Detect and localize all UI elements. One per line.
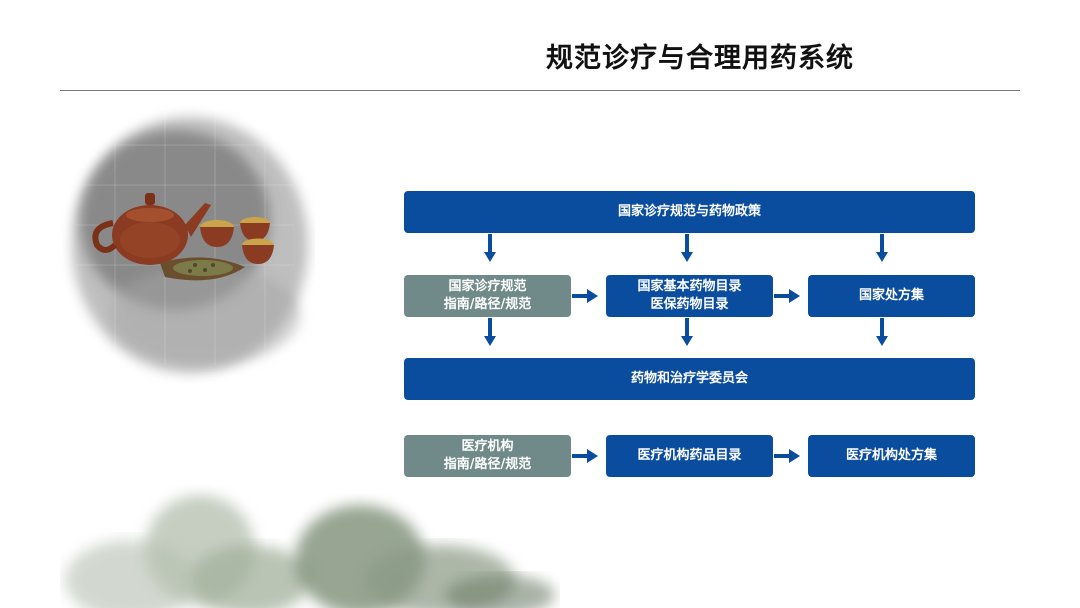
arrow-down-icon [484,318,496,346]
insurance-drugs-label: 医保药物目录 [650,297,729,312]
essential-drugs-label: 国家基本药物目录 [637,279,742,294]
arrow-down-icon [484,234,496,262]
committee-label: 药物和治疗学委员会 [630,371,748,386]
arrow-down-icon [681,318,693,346]
essential-drugs-box: 国家基本药物目录 医保药物目录 [606,275,773,317]
national-guidelines-box: 国家诊疗规范 指南/路径/规范 [404,275,571,317]
national-policy-label: 国家诊疗规范与药物政策 [617,204,761,219]
teapot-icon [92,193,211,265]
institution-formulary-box: 医疗机构处方集 [808,435,975,477]
tea-leaves-icon [160,257,245,281]
institution-guidelines-sublabel: 指南/路径/规范 [443,457,532,472]
national-formulary-label: 国家处方集 [858,288,924,303]
arrow-right-icon [774,289,800,303]
national-formulary-box: 国家处方集 [808,275,975,317]
institution-drug-catalog-label: 医疗机构药品目录 [637,448,742,463]
institution-guidelines-box: 医疗机构 指南/路径/规范 [404,435,571,477]
national-guidelines-label: 国家诊疗规范 [448,279,527,294]
teapot-illustration [72,115,308,373]
arrow-down-icon [681,234,693,262]
arrow-down-icon [876,318,888,346]
arrow-right-icon [572,449,598,463]
arrow-right-icon [774,449,800,463]
tea-cup-icon [200,217,274,264]
ink-landscape [65,495,555,608]
national-policy-box: 国家诊疗规范与药物政策 [404,191,975,233]
title-divider [60,90,1020,91]
arrow-down-icon [876,234,888,262]
national-guidelines-sublabel: 指南/路径/规范 [443,297,532,312]
committee-box: 药物和治疗学委员会 [404,358,975,400]
page-title: 规范诊疗与合理用药系统 [546,43,854,74]
institution-drug-catalog-box: 医疗机构药品目录 [606,435,773,477]
institution-guidelines-label: 医疗机构 [461,439,514,454]
arrow-right-icon [572,289,598,303]
institution-formulary-label: 医疗机构处方集 [845,448,937,463]
